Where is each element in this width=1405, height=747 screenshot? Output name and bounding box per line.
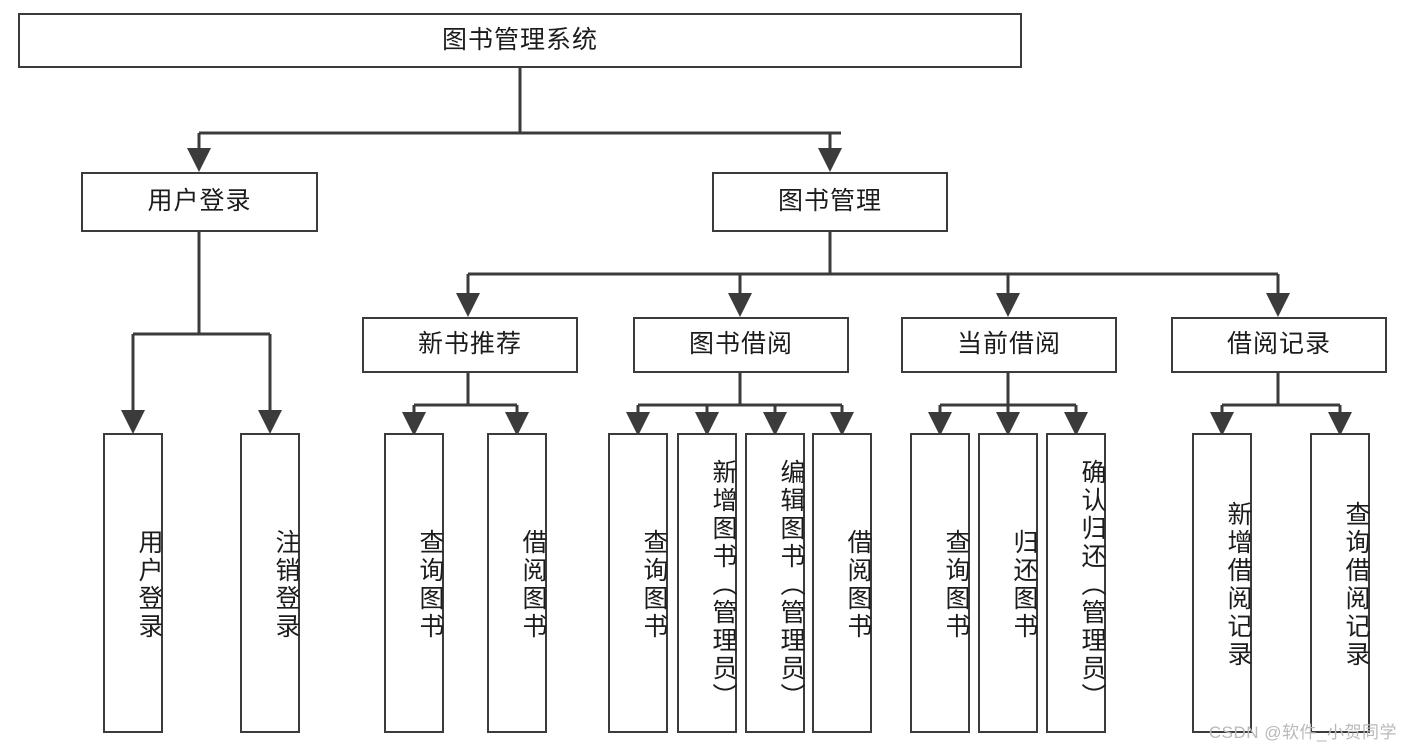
leaf-confirm-return-admin[interactable]: 确认归还（管理员） (1046, 433, 1106, 733)
node-label: 查询图书 (942, 529, 970, 641)
node-label: 编辑图书（管理员） (777, 459, 805, 711)
node-label: 图书借阅 (688, 330, 793, 359)
node-label: 用户登录 (147, 187, 252, 216)
node-label: 新增借阅记录 (1224, 501, 1252, 669)
node-label: 确认归还（管理员） (1078, 459, 1106, 711)
csdn-watermark: CSDN @软件_小贺同学 (1208, 723, 1397, 742)
node-label: 借阅图书 (519, 529, 547, 641)
node-book-management[interactable]: 图书管理 (712, 172, 948, 232)
leaf-add-borrow-record[interactable]: 新增借阅记录 (1192, 433, 1252, 733)
node-current-borrow[interactable]: 当前借阅 (901, 317, 1117, 373)
node-label: 图书管理系统 (441, 25, 598, 54)
node-label: 新增图书（管理员） (709, 459, 737, 711)
node-label: 归还图书 (1010, 529, 1038, 641)
leaf-borrow-book[interactable]: 借阅图书 (812, 433, 872, 733)
leaf-borrow-book-recommend[interactable]: 借阅图书 (487, 433, 547, 733)
node-label: 注销登录 (272, 529, 300, 641)
node-root-library-system[interactable]: 图书管理系统 (18, 13, 1022, 68)
leaf-query-book-current[interactable]: 查询图书 (910, 433, 970, 733)
node-new-book-recommend[interactable]: 新书推荐 (362, 317, 578, 373)
node-label: 借阅图书 (844, 529, 872, 641)
leaf-logout-login[interactable]: 注销登录 (240, 433, 300, 733)
node-label: 借阅记录 (1226, 330, 1331, 359)
node-user-login[interactable]: 用户登录 (81, 172, 318, 232)
node-label: 用户登录 (135, 529, 163, 641)
leaf-user-login[interactable]: 用户登录 (103, 433, 163, 733)
leaf-query-book-recommend[interactable]: 查询图书 (384, 433, 444, 733)
node-label: 查询借阅记录 (1342, 501, 1370, 669)
node-label: 当前借阅 (956, 330, 1061, 359)
node-label: 新书推荐 (417, 330, 522, 359)
node-label: 查询图书 (416, 529, 444, 641)
leaf-add-book-admin[interactable]: 新增图书（管理员） (677, 433, 737, 733)
leaf-query-book-borrow[interactable]: 查询图书 (608, 433, 668, 733)
node-label: 查询图书 (640, 529, 668, 641)
node-label: 图书管理 (777, 187, 882, 216)
leaf-return-book[interactable]: 归还图书 (978, 433, 1038, 733)
leaf-query-borrow-record[interactable]: 查询借阅记录 (1310, 433, 1370, 733)
node-borrow-record[interactable]: 借阅记录 (1171, 317, 1387, 373)
node-book-borrow[interactable]: 图书借阅 (633, 317, 849, 373)
leaf-edit-book-admin[interactable]: 编辑图书（管理员） (745, 433, 805, 733)
